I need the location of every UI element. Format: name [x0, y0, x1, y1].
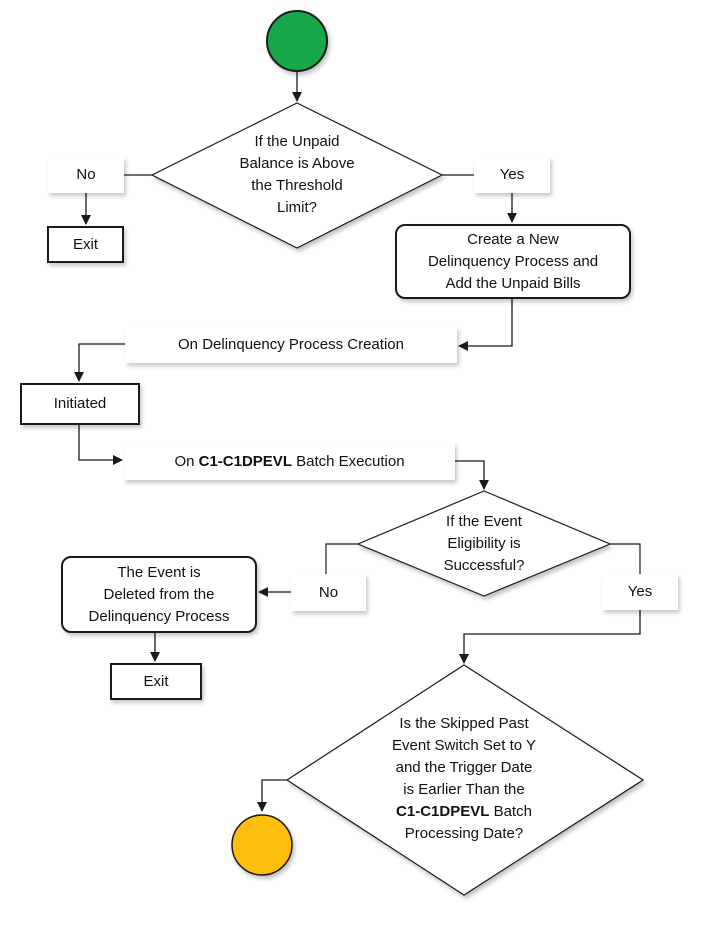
connector-decision3-end: [257, 779, 287, 812]
decision1-line3: the Threshold: [251, 177, 343, 194]
deleted-line1: The Event is: [117, 563, 201, 581]
label-yes-1: Yes: [474, 157, 550, 193]
decision3-line1: Is the Skipped Past: [399, 715, 529, 732]
event2-suffix: Batch Execution: [291, 452, 405, 470]
connector-event2-decision2: [455, 460, 489, 490]
event2-prefix: On: [174, 452, 199, 470]
connector-decision2-no: [325, 543, 358, 574]
decision3-line3: and the Trigger Date: [395, 759, 533, 776]
create-line3: Add the Unpaid Bills: [445, 274, 581, 292]
connector-event1-initiated: [74, 343, 125, 382]
decision3-line2: Event Switch Set to Y: [392, 737, 536, 754]
connector-yes2-decision3: [459, 610, 641, 664]
connector-create-event1: [458, 299, 513, 351]
decision3-line4: is Earlier Than the: [403, 781, 525, 798]
create-line1: Create a New: [467, 230, 559, 248]
decision-event-eligibility: [356, 490, 612, 597]
decision2-line1: If the Event: [446, 513, 522, 530]
event-deleted-box: The Event is Deleted from the Delinquenc…: [61, 556, 257, 633]
create-line2: Delinquency Process and: [427, 252, 599, 270]
connector-decision2-yes: [610, 543, 641, 574]
decision-event-eligibility-text: If the Event Eligibility is Successful?: [414, 511, 554, 577]
label-no-1: No: [48, 157, 124, 193]
exit-box-2: Exit: [110, 663, 202, 700]
decision-unpaid-balance-text: If the Unpaid Balance is Above the Thres…: [217, 131, 377, 219]
exit-box-1: Exit: [47, 226, 124, 263]
create-delinquency-process-box: Create a New Delinquency Process and Add…: [395, 224, 631, 299]
decision-unpaid-balance: [150, 102, 444, 249]
decision3-line5-suffix: Batch: [489, 803, 532, 820]
decision1-line1: If the Unpaid: [254, 133, 340, 150]
deleted-line3: Delinquency Process: [88, 607, 230, 625]
deleted-line2: Deleted from the: [103, 585, 215, 603]
decision-skipped-past-event: [285, 664, 645, 896]
start-node: [266, 10, 328, 72]
end-node: [231, 814, 293, 876]
decision1-line2: Balance is Above: [239, 155, 355, 172]
initiated-box: Initiated: [20, 383, 140, 425]
decision2-line2: Eligibility is: [447, 535, 521, 552]
label-yes-2: Yes: [602, 574, 678, 610]
decision-skipped-past-event-text: Is the Skipped Past Event Switch Set to …: [369, 713, 559, 845]
event2-code: C1-C1DPEVL: [198, 452, 292, 470]
event-batch-execution: On C1-C1DPEVL Batch Execution: [124, 443, 455, 480]
decision2-line3: Successful?: [443, 557, 525, 574]
decision1-line4: Limit?: [276, 199, 317, 216]
decision3-line6: Processing Date?: [404, 825, 524, 842]
decision3-line5: C1-C1DPEVL Batch: [369, 801, 559, 823]
label-no-2: No: [291, 574, 366, 611]
connector-initiated-event2: [78, 425, 123, 465]
decision3-code: C1-C1DPEVL: [396, 803, 490, 820]
event-delinquency-process-creation: On Delinquency Process Creation: [125, 326, 457, 363]
